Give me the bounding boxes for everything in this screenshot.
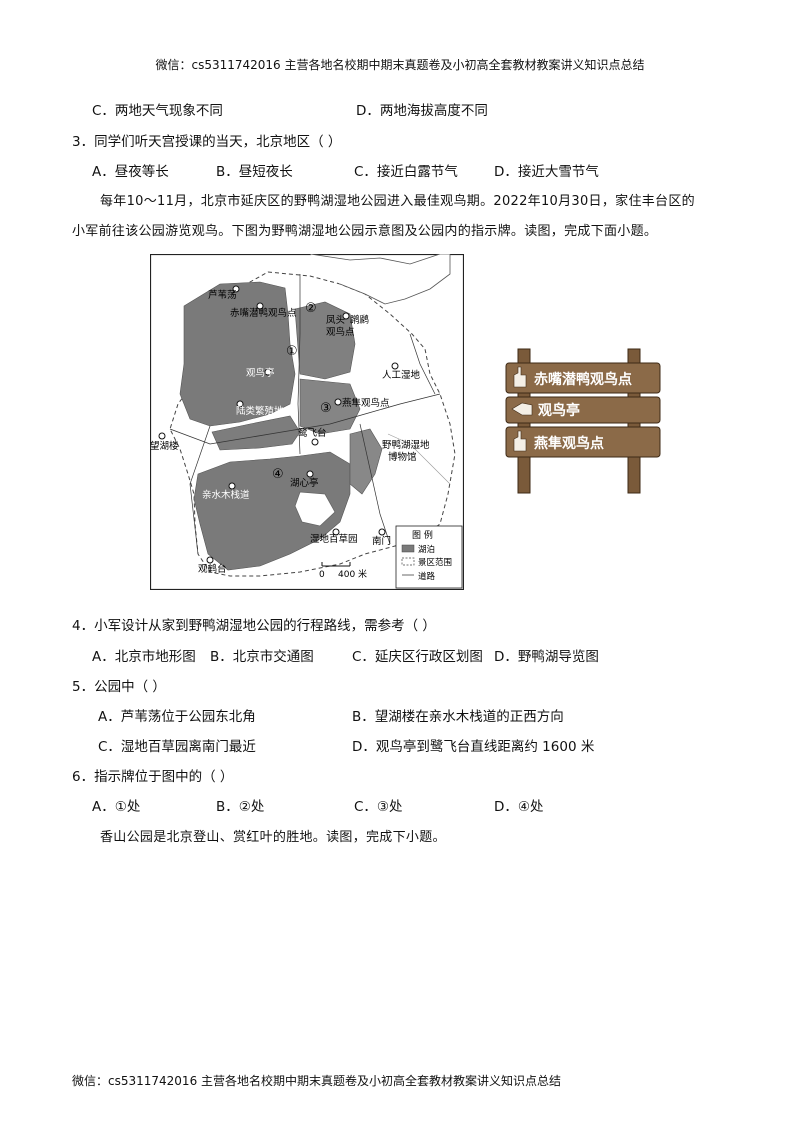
sign-row-2: 观鸟亭 (538, 402, 580, 419)
marker-4: ④ (272, 467, 284, 482)
label-fengtou: 凤头 (326, 314, 345, 326)
q6-option-d: D．④处 (494, 799, 544, 815)
marker-2: ② (305, 301, 317, 316)
passage2: 香山公园是北京登山、赏红叶的胜地。读图，完成下小题。 (100, 830, 446, 845)
q3-option-b: B．昼短夜长 (216, 164, 293, 180)
passage1-line1: 每年10～11月，北京市延庆区的野鸭湖湿地公园进入最佳观鸟期。2022年10月3… (100, 194, 695, 209)
q4-option-d: D．野鸭湖导览图 (494, 649, 599, 665)
sign-row-1: 赤嘴潜鸭观鸟点 (534, 371, 632, 388)
q2-option-d: D．两地海拔高度不同 (356, 103, 488, 119)
label-qinshui: 亲水木栈道 (202, 489, 250, 501)
q6-stem: 6．指示牌位于图中的（ ） (72, 769, 234, 785)
label-bowuguan-2: 博物馆 (388, 451, 417, 463)
scale-zero: 0 (319, 570, 325, 580)
park-map: ② ① ③ ④ 芦苇荡 赤嘴潜鸭观鸟点 凤头 䴙䴘 观鸟点 观鸟亭 人工湿地 陆… (149, 253, 465, 591)
q3-stem: 3．同学们听天宫授课的当天，北京地区（ ） (72, 134, 342, 150)
marker-1: ① (286, 344, 298, 359)
label-guanhetai: 观鹤台 (198, 563, 227, 575)
label-bowuguan-1: 野鸭湖湿地 (382, 439, 430, 451)
label-yanjun: 燕隼观鸟点 (342, 397, 390, 409)
label-baicaoyuan: 湿地百草园 (310, 533, 358, 545)
legend-title: 图 例 (412, 529, 433, 541)
passage1-line2: 小军前往该公园游览观鸟。下图为野鸭湖湿地公园示意图及公园内的指示牌。读图，完成下… (72, 224, 658, 239)
signboard: 赤嘴潜鸭观鸟点 观鸟亭 燕隼观鸟点 (500, 345, 666, 497)
label-pitihu: 䴙䴘 (350, 314, 369, 326)
label-lufeitai: 鹭飞台 (298, 427, 327, 439)
q4-option-b: B．北京市交通图 (210, 649, 314, 665)
legend-road: 道路 (418, 571, 436, 582)
map-legend: 图 例 湖泊 景区范围 道路 (395, 525, 463, 589)
q4-stem: 4．小军设计从家到野鸭湖湿地公园的行程路线，需参考（ ） (72, 618, 436, 634)
legend-lake: 湖泊 (418, 544, 435, 555)
label-luleifanzhi: 陆类繁殖地 (236, 405, 284, 417)
q4-option-c: C．延庆区行政区划图 (352, 649, 483, 665)
marker-3: ③ (320, 401, 332, 416)
q5-option-c: C．湿地百草园离南门最近 (98, 739, 256, 755)
q5-option-b: B．望湖楼在亲水木栈道的正西方向 (352, 709, 564, 725)
scale-dist: 400 米 (338, 568, 367, 580)
q6-option-c: C．③处 (354, 799, 403, 815)
q3-option-c: C．接近白露节气 (354, 164, 458, 180)
label-wanghulou: 望湖楼 (150, 440, 179, 452)
hand-pointing-up-icon-2 (513, 430, 527, 452)
q3-option-d: D．接近大雪节气 (494, 164, 599, 180)
label-guanniaoting: 观鸟亭 (246, 367, 275, 379)
label-rengong: 人工湿地 (382, 369, 421, 381)
q5-option-a: A．芦苇荡位于公园东北角 (98, 709, 256, 725)
scale-bar: 0 400 米 (319, 562, 367, 580)
page-footer: 微信：cs5311742016 主营各地名校期中期末真题卷及小初高全套教材教案讲… (72, 1074, 562, 1088)
q2-option-c: C．两地天气现象不同 (92, 103, 223, 119)
label-chizui: 赤嘴潜鸭观鸟点 (230, 307, 297, 319)
q5-option-d: D．观鸟亭到鹭飞台直线距离约 1600 米 (352, 739, 595, 755)
legend-scenic: 景区范围 (418, 557, 452, 568)
hand-pointing-left-icon (511, 402, 533, 416)
hand-pointing-up-icon (513, 366, 527, 388)
q6-option-a: A．①处 (92, 799, 141, 815)
label-nanmen: 南门 (372, 535, 391, 547)
page-header: 微信：cs5311742016 主营各地名校期中期末真题卷及小初高全套教材教案讲… (155, 58, 645, 72)
label-luwei: 芦苇荡 (208, 289, 237, 301)
q6-option-b: B．②处 (216, 799, 265, 815)
q4-option-a: A．北京市地形图 (92, 649, 196, 665)
q3-option-a: A．昼夜等长 (92, 164, 169, 180)
sign-row-3: 燕隼观鸟点 (534, 435, 604, 452)
q5-stem: 5．公园中（ ） (72, 679, 166, 695)
label-huxinting: 湖心亭 (290, 477, 319, 489)
label-guanniao-pt: 观鸟点 (326, 326, 355, 338)
